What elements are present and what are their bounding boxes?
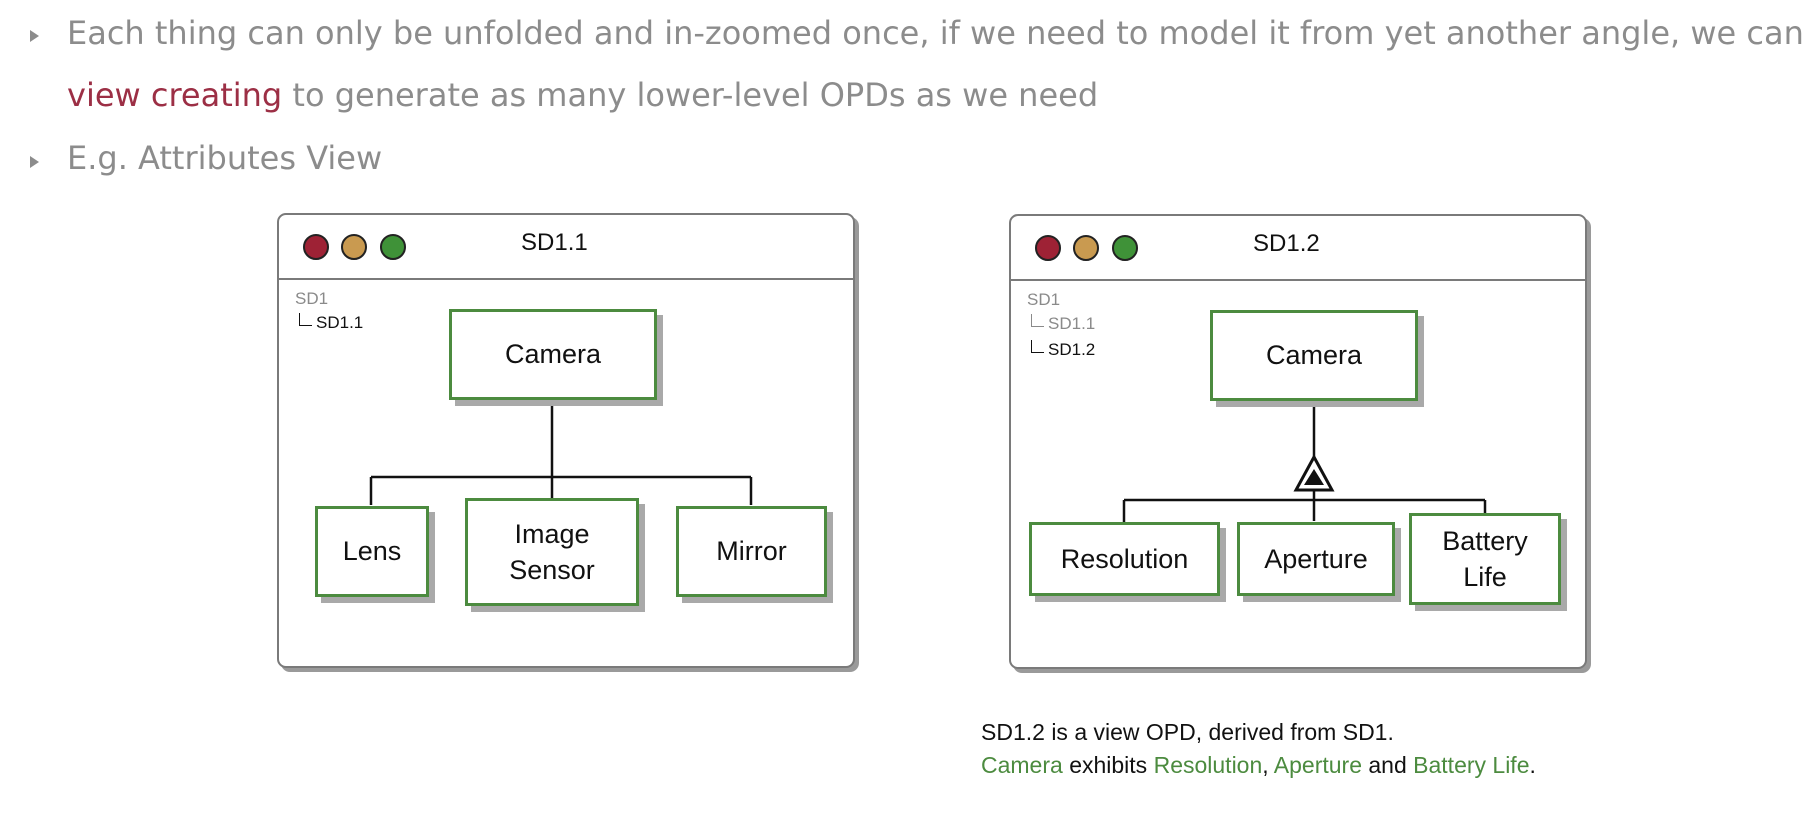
object-part[interactable]: Mirror [676, 506, 827, 597]
minimize-light-icon[interactable] [1073, 235, 1099, 261]
object-camera[interactable]: Camera [449, 309, 657, 400]
tree-elbow-icon [1031, 314, 1044, 327]
window-title: SD1.1 [521, 229, 588, 256]
bullet-text-line2: view creating to generate as many lower-… [67, 76, 1098, 114]
close-light-icon[interactable] [1035, 235, 1061, 261]
bullet-marker-icon [30, 30, 39, 42]
breadcrumb-item[interactable]: SD1.1 [1031, 314, 1095, 334]
window-titlebar: SD1.1 [279, 215, 853, 280]
caption-line2: Camera exhibits Resolution, Aperture and… [981, 752, 1536, 778]
bullet-text-line2-rest: to generate as many lower-level OPDs as … [282, 76, 1099, 114]
bullet-text-line1: Each thing can only be unfolded and in-z… [67, 14, 1811, 52]
breadcrumb-item[interactable]: SD1.2 [1031, 340, 1095, 360]
caption-attribute: Aperture [1273, 752, 1362, 778]
attribute-object[interactable]: Battery Life [1409, 513, 1561, 605]
bullet-text: E.g. Attributes View [67, 139, 383, 177]
caption-subject: Camera [981, 752, 1063, 778]
bullet-marker-icon [30, 156, 39, 168]
attribute-object[interactable]: Resolution [1029, 522, 1220, 596]
tree-elbow-icon [1031, 340, 1044, 353]
caption-attribute: Resolution [1153, 752, 1263, 778]
opd-window-sd1-2: SD1.2 SD1 SD1.1 SD1.2 Camera Resolution … [1009, 214, 1587, 669]
window-titlebar: SD1.2 [1011, 216, 1585, 281]
minimize-light-icon[interactable] [341, 234, 367, 260]
window-title: SD1.2 [1253, 230, 1320, 257]
breadcrumb-root[interactable]: SD1 [1027, 290, 1061, 309]
object-part[interactable]: Lens [315, 506, 429, 597]
object-camera[interactable]: Camera [1210, 310, 1418, 401]
caption-attribute: Battery Life [1413, 752, 1530, 778]
caption-line1: SD1.2 is a view OPD, derived from SD1. [981, 719, 1394, 745]
close-light-icon[interactable] [303, 234, 329, 260]
breadcrumb-root[interactable]: SD1 [295, 289, 329, 308]
maximize-light-icon[interactable] [1112, 235, 1138, 261]
attribute-object[interactable]: Aperture [1237, 522, 1395, 596]
opd-window-sd1-1: SD1.1 SD1 SD1.1 Camera Lens Image Sensor… [277, 213, 855, 668]
exhibition-link [1122, 401, 1487, 522]
object-part[interactable]: Image Sensor [465, 498, 639, 606]
tree-elbow-icon [299, 313, 312, 326]
maximize-light-icon[interactable] [380, 234, 406, 260]
highlight-term: view creating [67, 76, 283, 114]
exhibition-inner-triangle-icon [1304, 469, 1324, 485]
breadcrumb-item[interactable]: SD1.1 [299, 313, 363, 333]
